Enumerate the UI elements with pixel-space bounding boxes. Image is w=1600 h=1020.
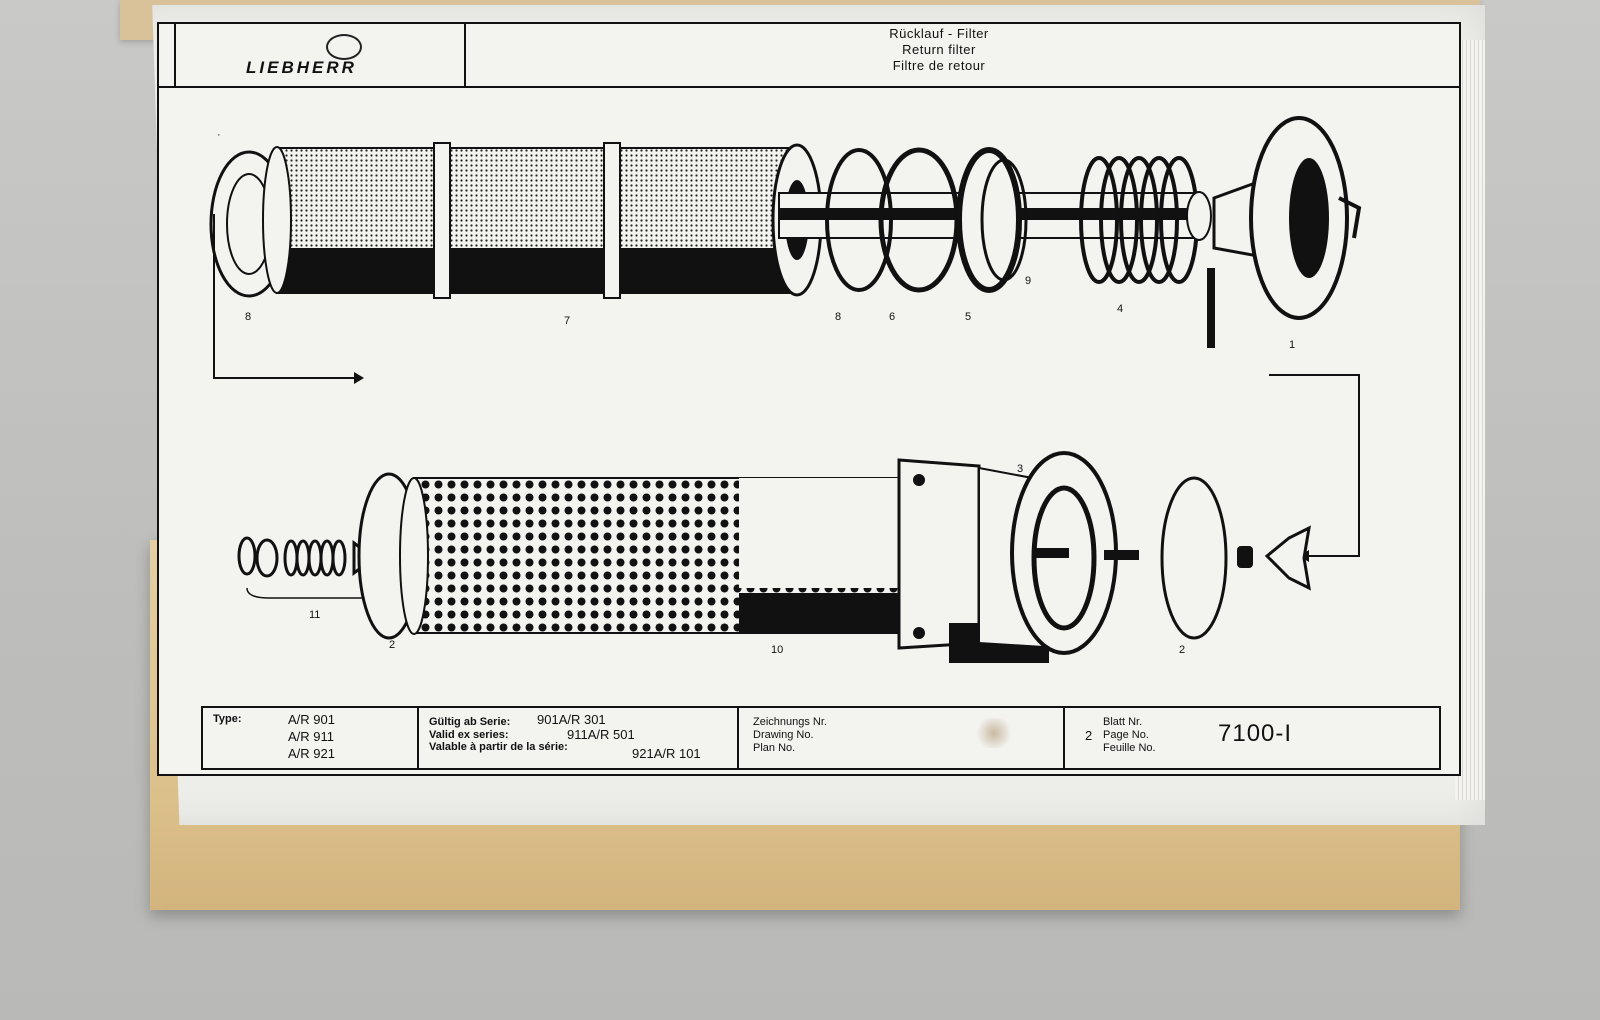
type-value-2: A/R 911	[288, 729, 335, 744]
part-label-5: 5	[965, 311, 971, 323]
gasket-2-right	[1160, 476, 1228, 640]
parts-sheet: LIEBHERR Rücklauf - Filter Return filter…	[157, 22, 1461, 776]
wing-nut	[1264, 525, 1311, 591]
part-label-1: 1	[1289, 339, 1295, 351]
serial-2: 911A/R 501	[567, 727, 635, 742]
part-label-10: 10	[771, 644, 783, 656]
drawing-en-label: Drawing No.	[753, 729, 814, 741]
seal-5	[956, 147, 1022, 293]
part-label-9: 9	[1025, 275, 1031, 287]
title-german: Rücklauf - Filter	[889, 26, 989, 41]
type-label: Type:	[213, 713, 242, 725]
valid-fr-label: Valable à partir de la série:	[429, 741, 568, 753]
title-english: Return filter	[902, 42, 976, 57]
nut	[1237, 546, 1253, 568]
cover-1	[1207, 116, 1362, 348]
valid-en-label: Valid ex series:	[429, 729, 509, 741]
logo-box: LIEBHERR	[174, 24, 466, 86]
top-assembly: 8 7 8 6 5 9 4 1 ·	[209, 116, 1362, 351]
filter-head-3	[897, 451, 1139, 663]
drawing-de-label: Zeichnungs Nr.	[753, 716, 827, 728]
sheet-count: 2	[1085, 728, 1093, 743]
part-label-6: 6	[889, 311, 895, 323]
drawing-fr-label: Plan No.	[753, 742, 796, 754]
part-label-2b: 2	[1179, 644, 1185, 656]
spring-set-11	[237, 536, 410, 599]
washer-8-right	[825, 148, 893, 292]
type-value-1: A/R 901	[288, 712, 335, 727]
sheet-fr-label: Feuille No.	[1103, 742, 1156, 754]
page-smudge	[974, 718, 1014, 748]
title-block: Type: A/R 901 A/R 911 A/R 921 Gültig ab …	[201, 706, 1441, 770]
flow-arrow-left	[213, 214, 354, 379]
type-cell: Type: A/R 901 A/R 911 A/R 921	[203, 708, 419, 768]
sheet-title: Rücklauf - Filter Return filter Filtre d…	[759, 26, 1119, 74]
sheet-number-cell: 2 Blatt Nr. Page No. Feuille No. 7100-I	[1063, 708, 1437, 768]
sheet-en-label: Page No.	[1103, 729, 1149, 741]
logo-emblem-icon	[326, 34, 362, 60]
sheet-de-label: Blatt Nr.	[1103, 716, 1143, 728]
drawing-number-cell: Zeichnungs Nr. Drawing No. Plan No.	[737, 708, 1065, 768]
exploded-view-drawing: 8 7 8 6 5 9 4 1 ·	[209, 116, 1362, 663]
svg-text:·: ·	[217, 129, 221, 141]
type-value-3: A/R 921	[288, 746, 335, 761]
part-label-4: 4	[1117, 303, 1123, 315]
valid-de-label: Gültig ab Serie:	[429, 716, 511, 728]
serial-1: 901A/R 301	[537, 712, 606, 727]
bottom-assembly: 11 2 10 3 2	[237, 451, 1311, 663]
part-label-3: 3	[1017, 463, 1023, 475]
part-label-11: 11	[309, 609, 320, 621]
flow-arrow-right	[1269, 374, 1360, 557]
sheet-header: LIEBHERR Rücklauf - Filter Return filter…	[159, 24, 1459, 88]
part-label-7: 7	[564, 315, 570, 327]
part-label-2a: 2	[389, 639, 395, 651]
part-label-8a: 8	[245, 311, 251, 323]
serial-3: 921A/R 101	[632, 746, 701, 761]
part-label-8b: 8	[835, 311, 841, 323]
logo-text: LIEBHERR	[246, 58, 357, 77]
sheet-number: 7100-I	[1218, 720, 1293, 747]
validity-cell: Gültig ab Serie: Valid ex series: Valabl…	[417, 708, 739, 768]
title-french: Filtre de retour	[892, 58, 986, 73]
